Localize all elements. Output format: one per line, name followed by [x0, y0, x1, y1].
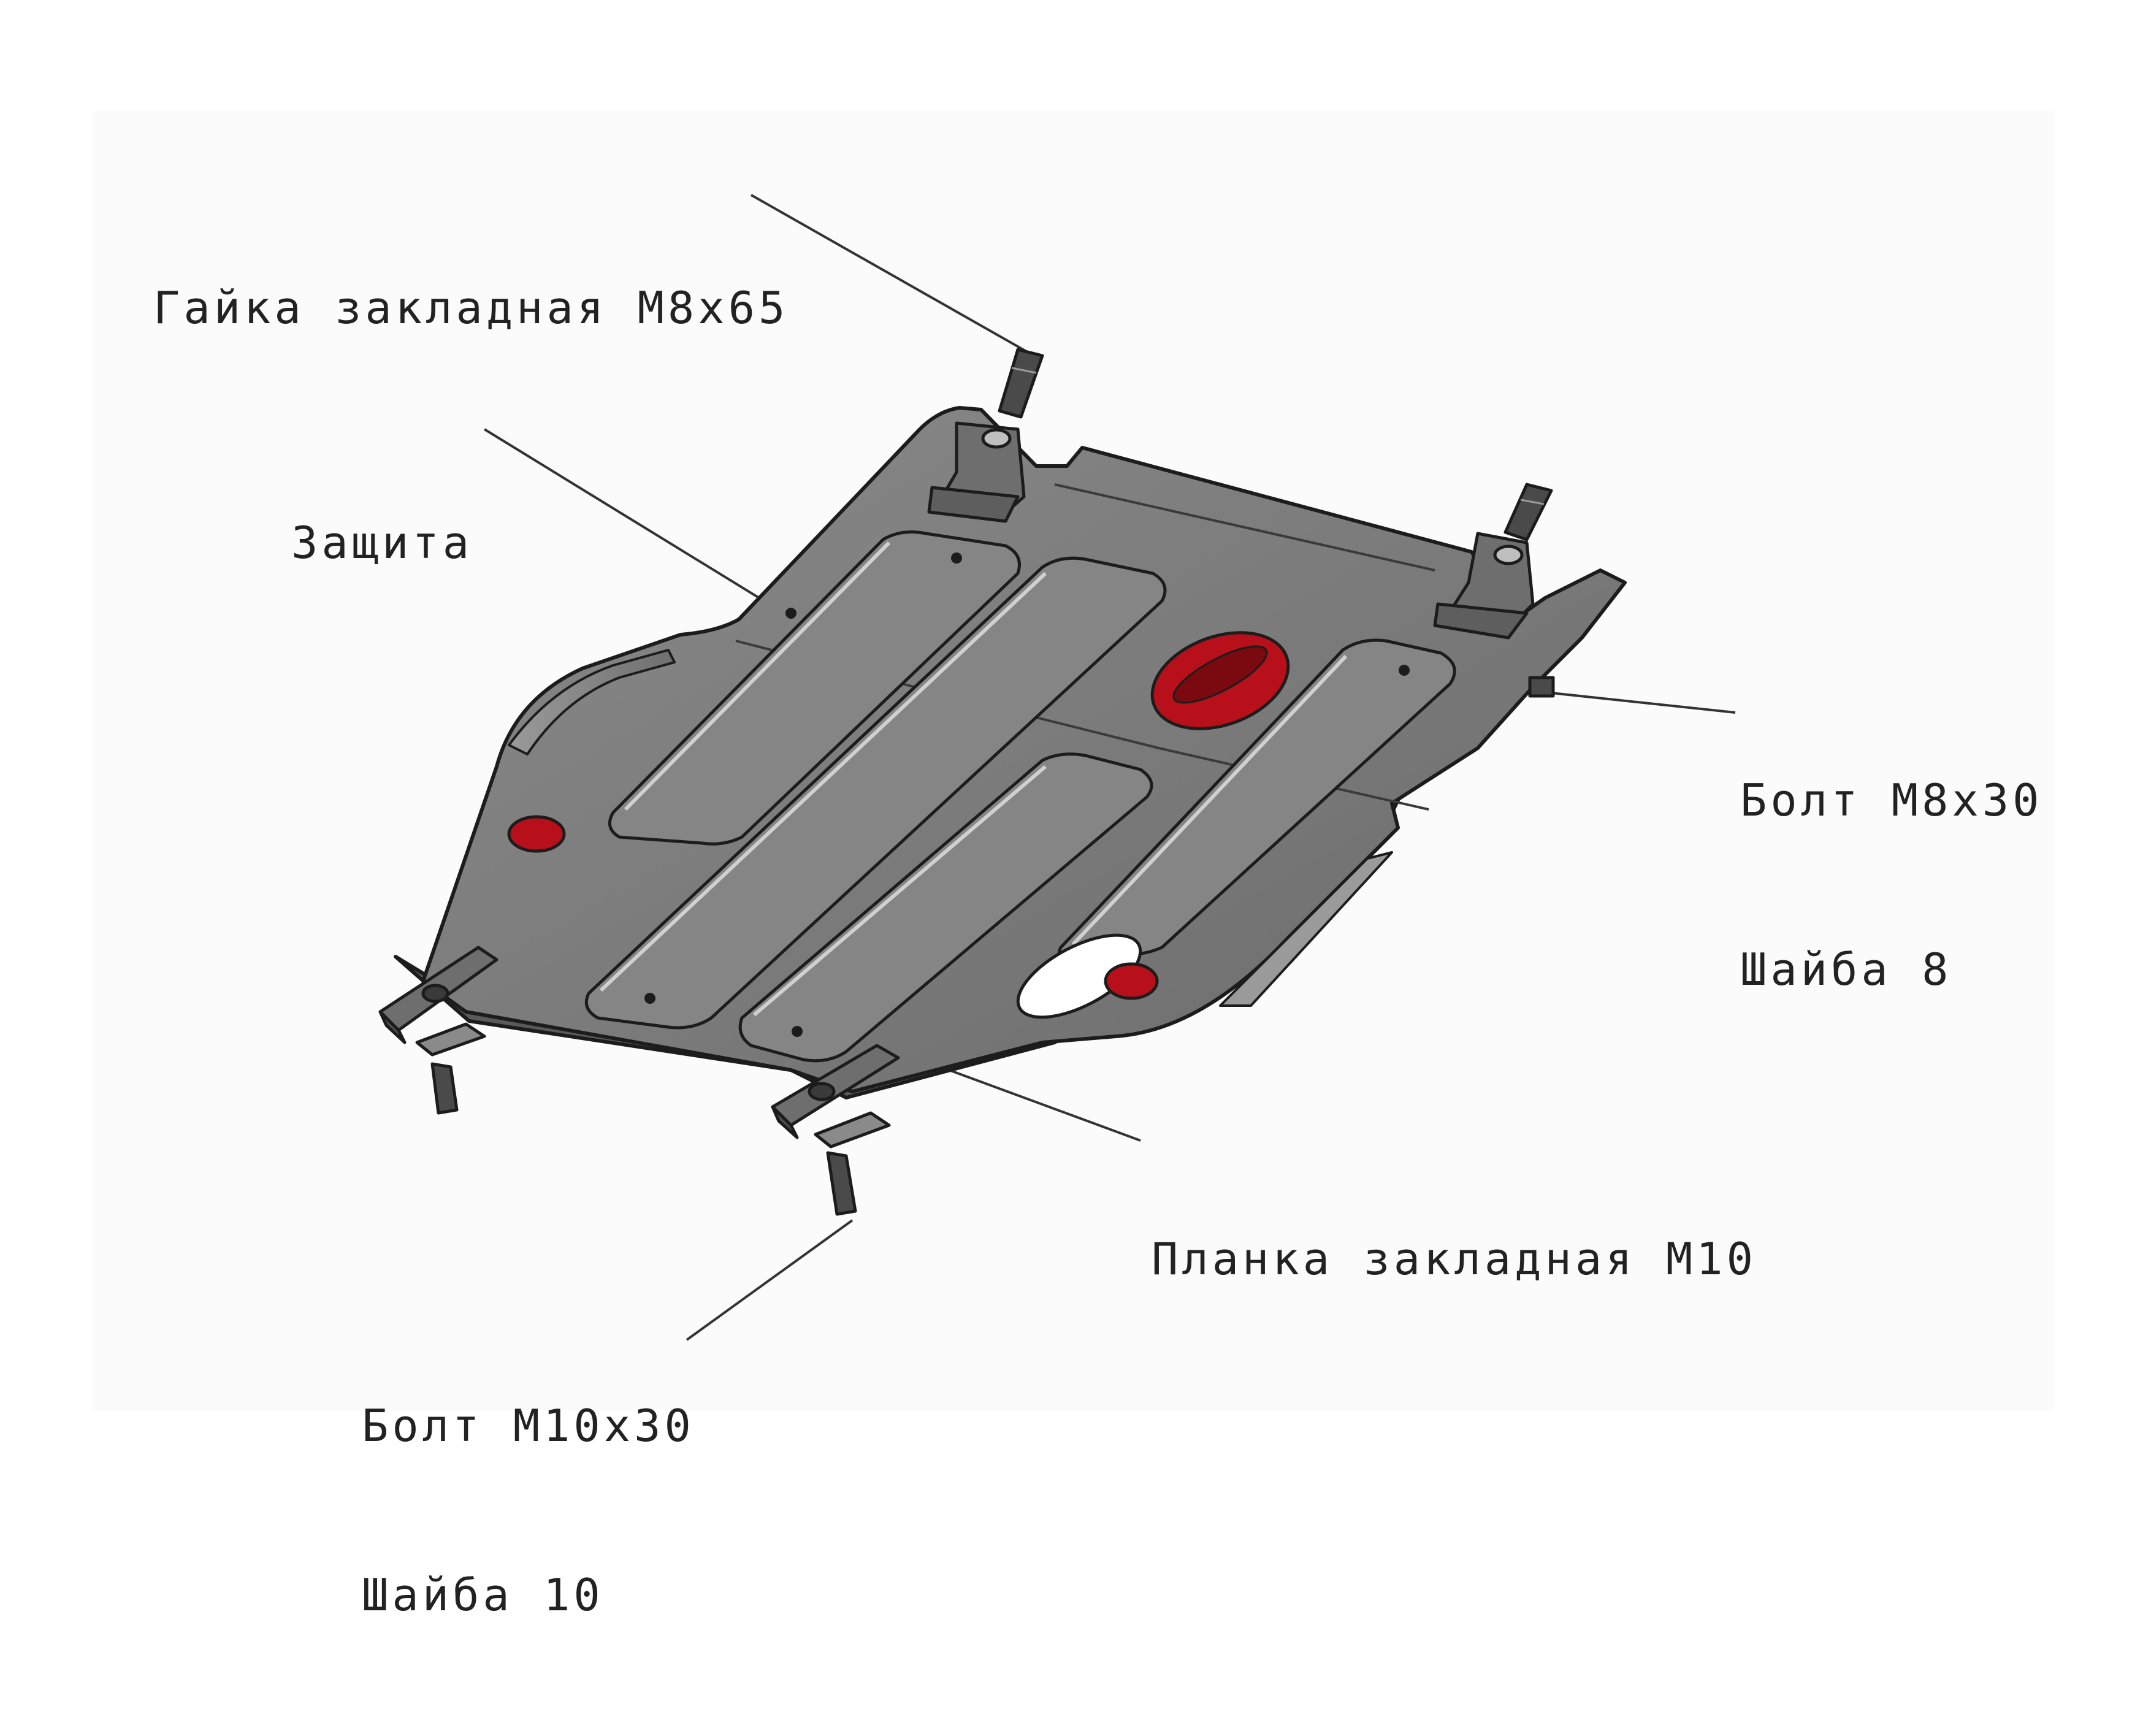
bottom-brackets	[378, 946, 900, 1216]
label-embedded-nut: Гайка закладная М8х65	[153, 167, 789, 449]
leader-line-guard	[483, 428, 795, 621]
right-flange-rib	[1219, 851, 1393, 1007]
nut-hole	[981, 428, 1012, 449]
label-bolt-m8: Болт М8х30 Шайба 8	[1740, 659, 2042, 1111]
hole	[785, 608, 797, 619]
bracket-tab	[415, 1022, 486, 1057]
label-bolt-m8-line2: Шайба 8	[1740, 944, 1952, 995]
plate-bar-side	[771, 1105, 799, 1139]
leader-lines	[483, 194, 1736, 1341]
red-plug-right	[1104, 962, 1159, 1000]
label-embedded-nut-text: Гайка закладная М8х65	[153, 282, 789, 334]
top-brackets	[927, 348, 1555, 698]
label-embedded-plate-text: Планка закладная М10	[1152, 1233, 1757, 1285]
bolt-holes	[644, 553, 1410, 1037]
hole	[644, 993, 655, 1004]
bracket-bottom-right	[771, 1044, 900, 1216]
bracket-top-right	[1433, 483, 1553, 640]
leader-line-bolt-m8	[1551, 692, 1736, 714]
washer	[808, 1082, 836, 1101]
bracket-tab	[814, 1111, 891, 1149]
label-bolt-m10-line1: Болт М10х30	[362, 1400, 695, 1451]
bracket-foot	[927, 486, 1020, 523]
service-hole	[1016, 933, 1142, 1019]
bracket-bottom-left	[378, 946, 499, 1115]
hole	[951, 553, 962, 564]
bracket-top-left	[927, 348, 1044, 523]
embedded-nut	[998, 348, 1044, 419]
rib-long-center	[584, 556, 1167, 1030]
label-embedded-plate: Планка закладная М10	[1152, 1118, 1757, 1400]
rib-upper-left	[608, 530, 1021, 846]
rib-lower-center	[738, 752, 1153, 1063]
bolt-shank	[430, 1062, 459, 1115]
label-guard: Защита	[291, 402, 473, 684]
nut-thread	[1520, 499, 1545, 505]
label-bolt-m10-line2: Шайба 10	[362, 1569, 604, 1621]
rib-highlight-1	[624, 541, 891, 811]
bolt-shank	[826, 1151, 857, 1216]
bracket-foot	[1433, 602, 1529, 640]
nut-thread	[1011, 367, 1037, 374]
bolt-m8-head	[1528, 676, 1555, 698]
plate-crease-upper	[1054, 483, 1435, 572]
rib-highlight-4	[1071, 654, 1348, 946]
rib-highlight-2	[599, 572, 1047, 992]
plate-bar-side	[378, 1010, 407, 1044]
skid-plate-drawing	[378, 194, 1736, 1341]
nut-hole	[1493, 545, 1524, 565]
diagram: Гайка закладная М8х65 Защита Болт М8х30 …	[153, 167, 2042, 1621]
label-guard-text: Защита	[291, 517, 473, 568]
washer	[421, 984, 449, 1003]
label-bolt-m8-line1: Болт М8х30	[1740, 774, 2043, 826]
stiffening-ribs	[584, 530, 1456, 1063]
leader-line-nut	[751, 194, 1040, 360]
rib-highlight-3	[753, 765, 1047, 1017]
hole	[1399, 665, 1410, 676]
hole	[792, 1026, 803, 1037]
left-flange-rib	[508, 649, 676, 755]
bolt-m8	[1528, 676, 1555, 698]
rib-highlights	[599, 541, 1348, 1017]
red-plug-left	[507, 815, 566, 853]
drain-plugs	[507, 631, 1290, 1000]
embedded-nut	[1503, 483, 1553, 541]
red-plug-large-inner	[1172, 645, 1268, 704]
leader-line-bolt-m10	[686, 1219, 854, 1341]
label-bolt-m10: Болт М10х30 Шайба 10	[362, 1285, 695, 1736]
